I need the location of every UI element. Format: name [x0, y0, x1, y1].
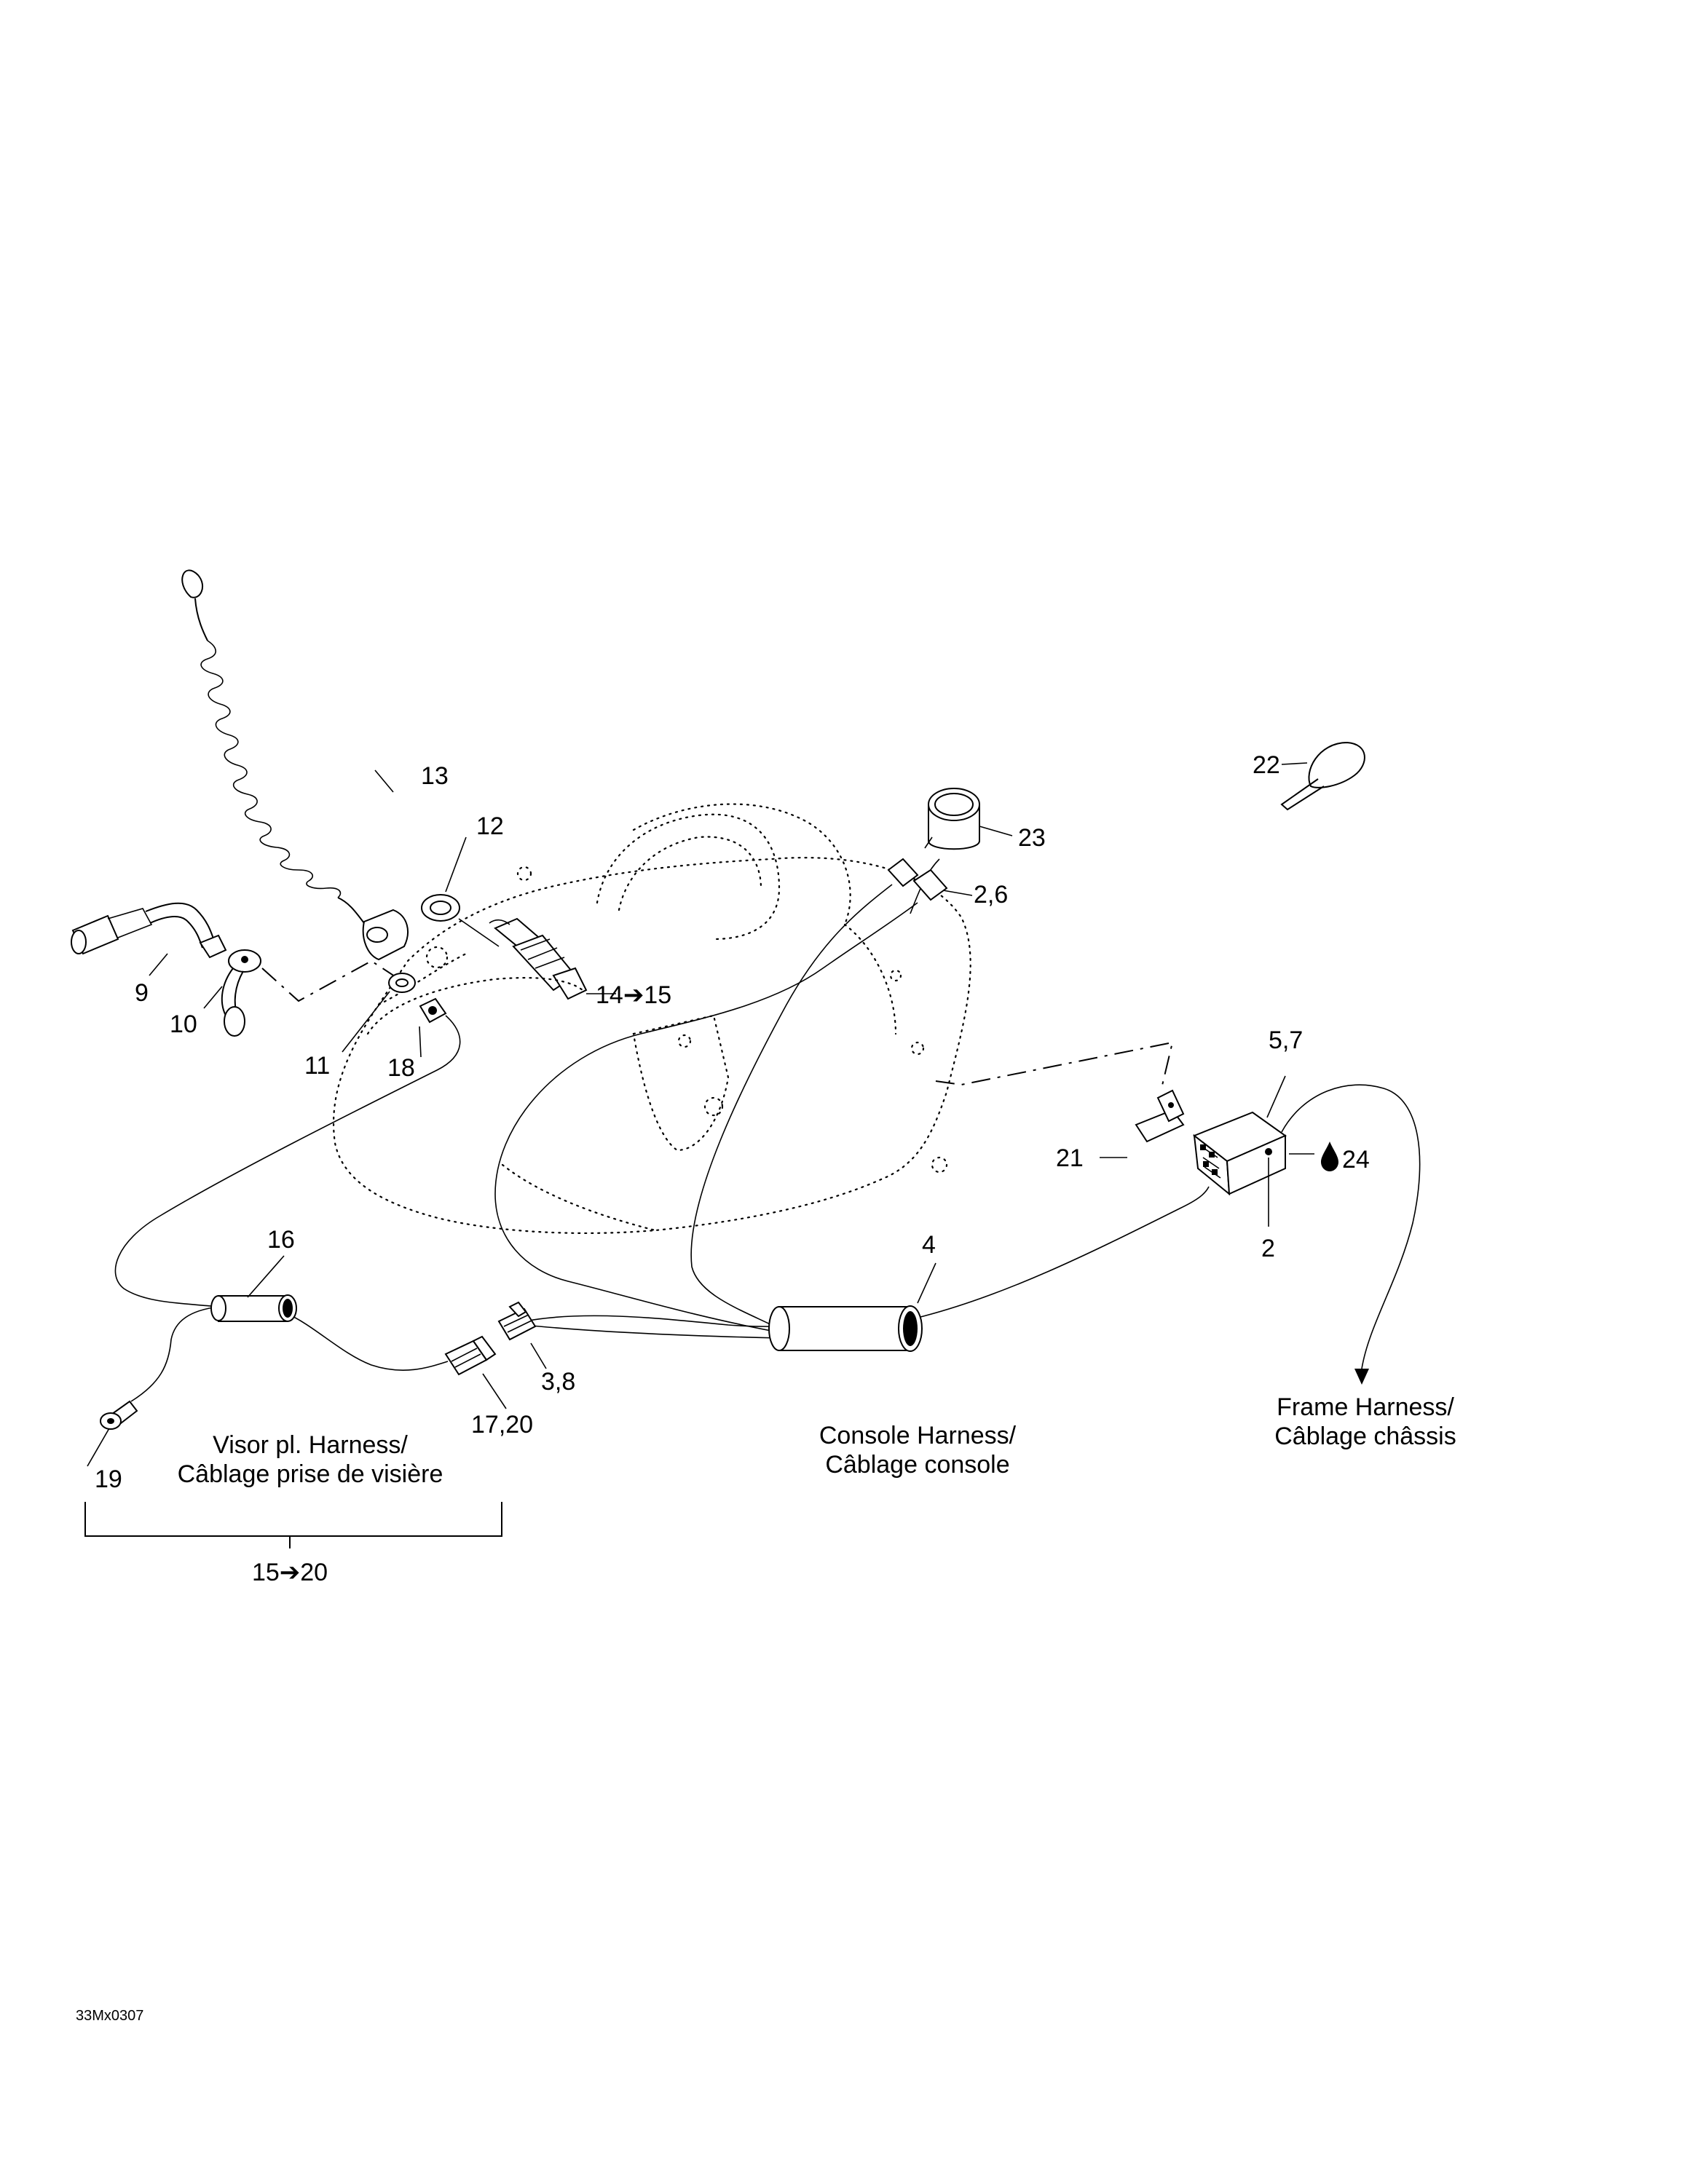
ring-terminal: [100, 1400, 138, 1430]
callout-16: 16: [267, 1226, 295, 1254]
arrow-head: [1354, 1369, 1369, 1385]
callout-2-6: 2,6: [974, 881, 1008, 909]
clip-part: [1135, 1089, 1185, 1143]
connector-17-20: [444, 1335, 497, 1376]
buzzer-part: [924, 788, 980, 850]
console-sheath: [768, 1305, 923, 1352]
callout-2: 2: [1261, 1235, 1275, 1262]
switch-part: [489, 917, 588, 1000]
harness-wires: [114, 858, 1421, 1402]
console-harness-label-fr: Câblage console: [825, 1451, 1009, 1479]
visor-sheath: [210, 1294, 297, 1322]
visor-harness-label-fr: Câblage prise de visière: [178, 1460, 443, 1488]
callout-13: 13: [421, 762, 449, 790]
figure-reference: 33Mx0307: [76, 2008, 143, 2024]
callout-19: 19: [95, 1465, 122, 1493]
callout-5-7: 5,7: [1269, 1026, 1303, 1054]
callout-18: 18: [387, 1054, 415, 1082]
group-bracket: [84, 1502, 502, 1548]
cap-part: [221, 949, 261, 1037]
alignment-line-2: [935, 1041, 1174, 1089]
callout-24: 24: [1342, 1146, 1370, 1174]
callout-15-20: 15➔20: [252, 1559, 328, 1586]
alignment-line: [261, 960, 400, 1002]
connector-2-6: [887, 858, 948, 901]
callout-4: 4: [922, 1231, 936, 1259]
cable-tie: [1280, 741, 1365, 811]
callout-23: 23: [1018, 824, 1046, 852]
callout-10: 10: [170, 1010, 197, 1038]
frame-harness-label-fr: Câblage châssis: [1274, 1423, 1456, 1450]
visor-harness-label-en: Visor pl. Harness/: [213, 1431, 408, 1459]
visor-cable: [71, 902, 227, 959]
console-outline: [332, 803, 971, 1235]
console-harness-label-en: Console Harness/: [819, 1422, 1017, 1449]
drop-icon: [1321, 1142, 1338, 1171]
callout-14-15: 14➔15: [596, 981, 671, 1009]
connector-3-8: [497, 1301, 537, 1341]
socket-part: [419, 997, 447, 1024]
frame-connector: [1193, 1111, 1287, 1196]
leader-lines: [87, 762, 1314, 1467]
bezel-part: [366, 973, 584, 1035]
callout-12: 12: [476, 812, 504, 840]
callout-17-20: 17,20: [471, 1411, 533, 1439]
callout-11: 11: [304, 1052, 330, 1080]
callout-22: 22: [1253, 751, 1280, 779]
callout-3-8: 3,8: [541, 1368, 575, 1396]
nut-part: [421, 894, 460, 922]
callout-9: 9: [135, 979, 149, 1007]
tether-cord: [181, 569, 409, 961]
frame-harness-label-en: Frame Harness/: [1277, 1393, 1454, 1421]
callout-21: 21: [1056, 1144, 1084, 1172]
